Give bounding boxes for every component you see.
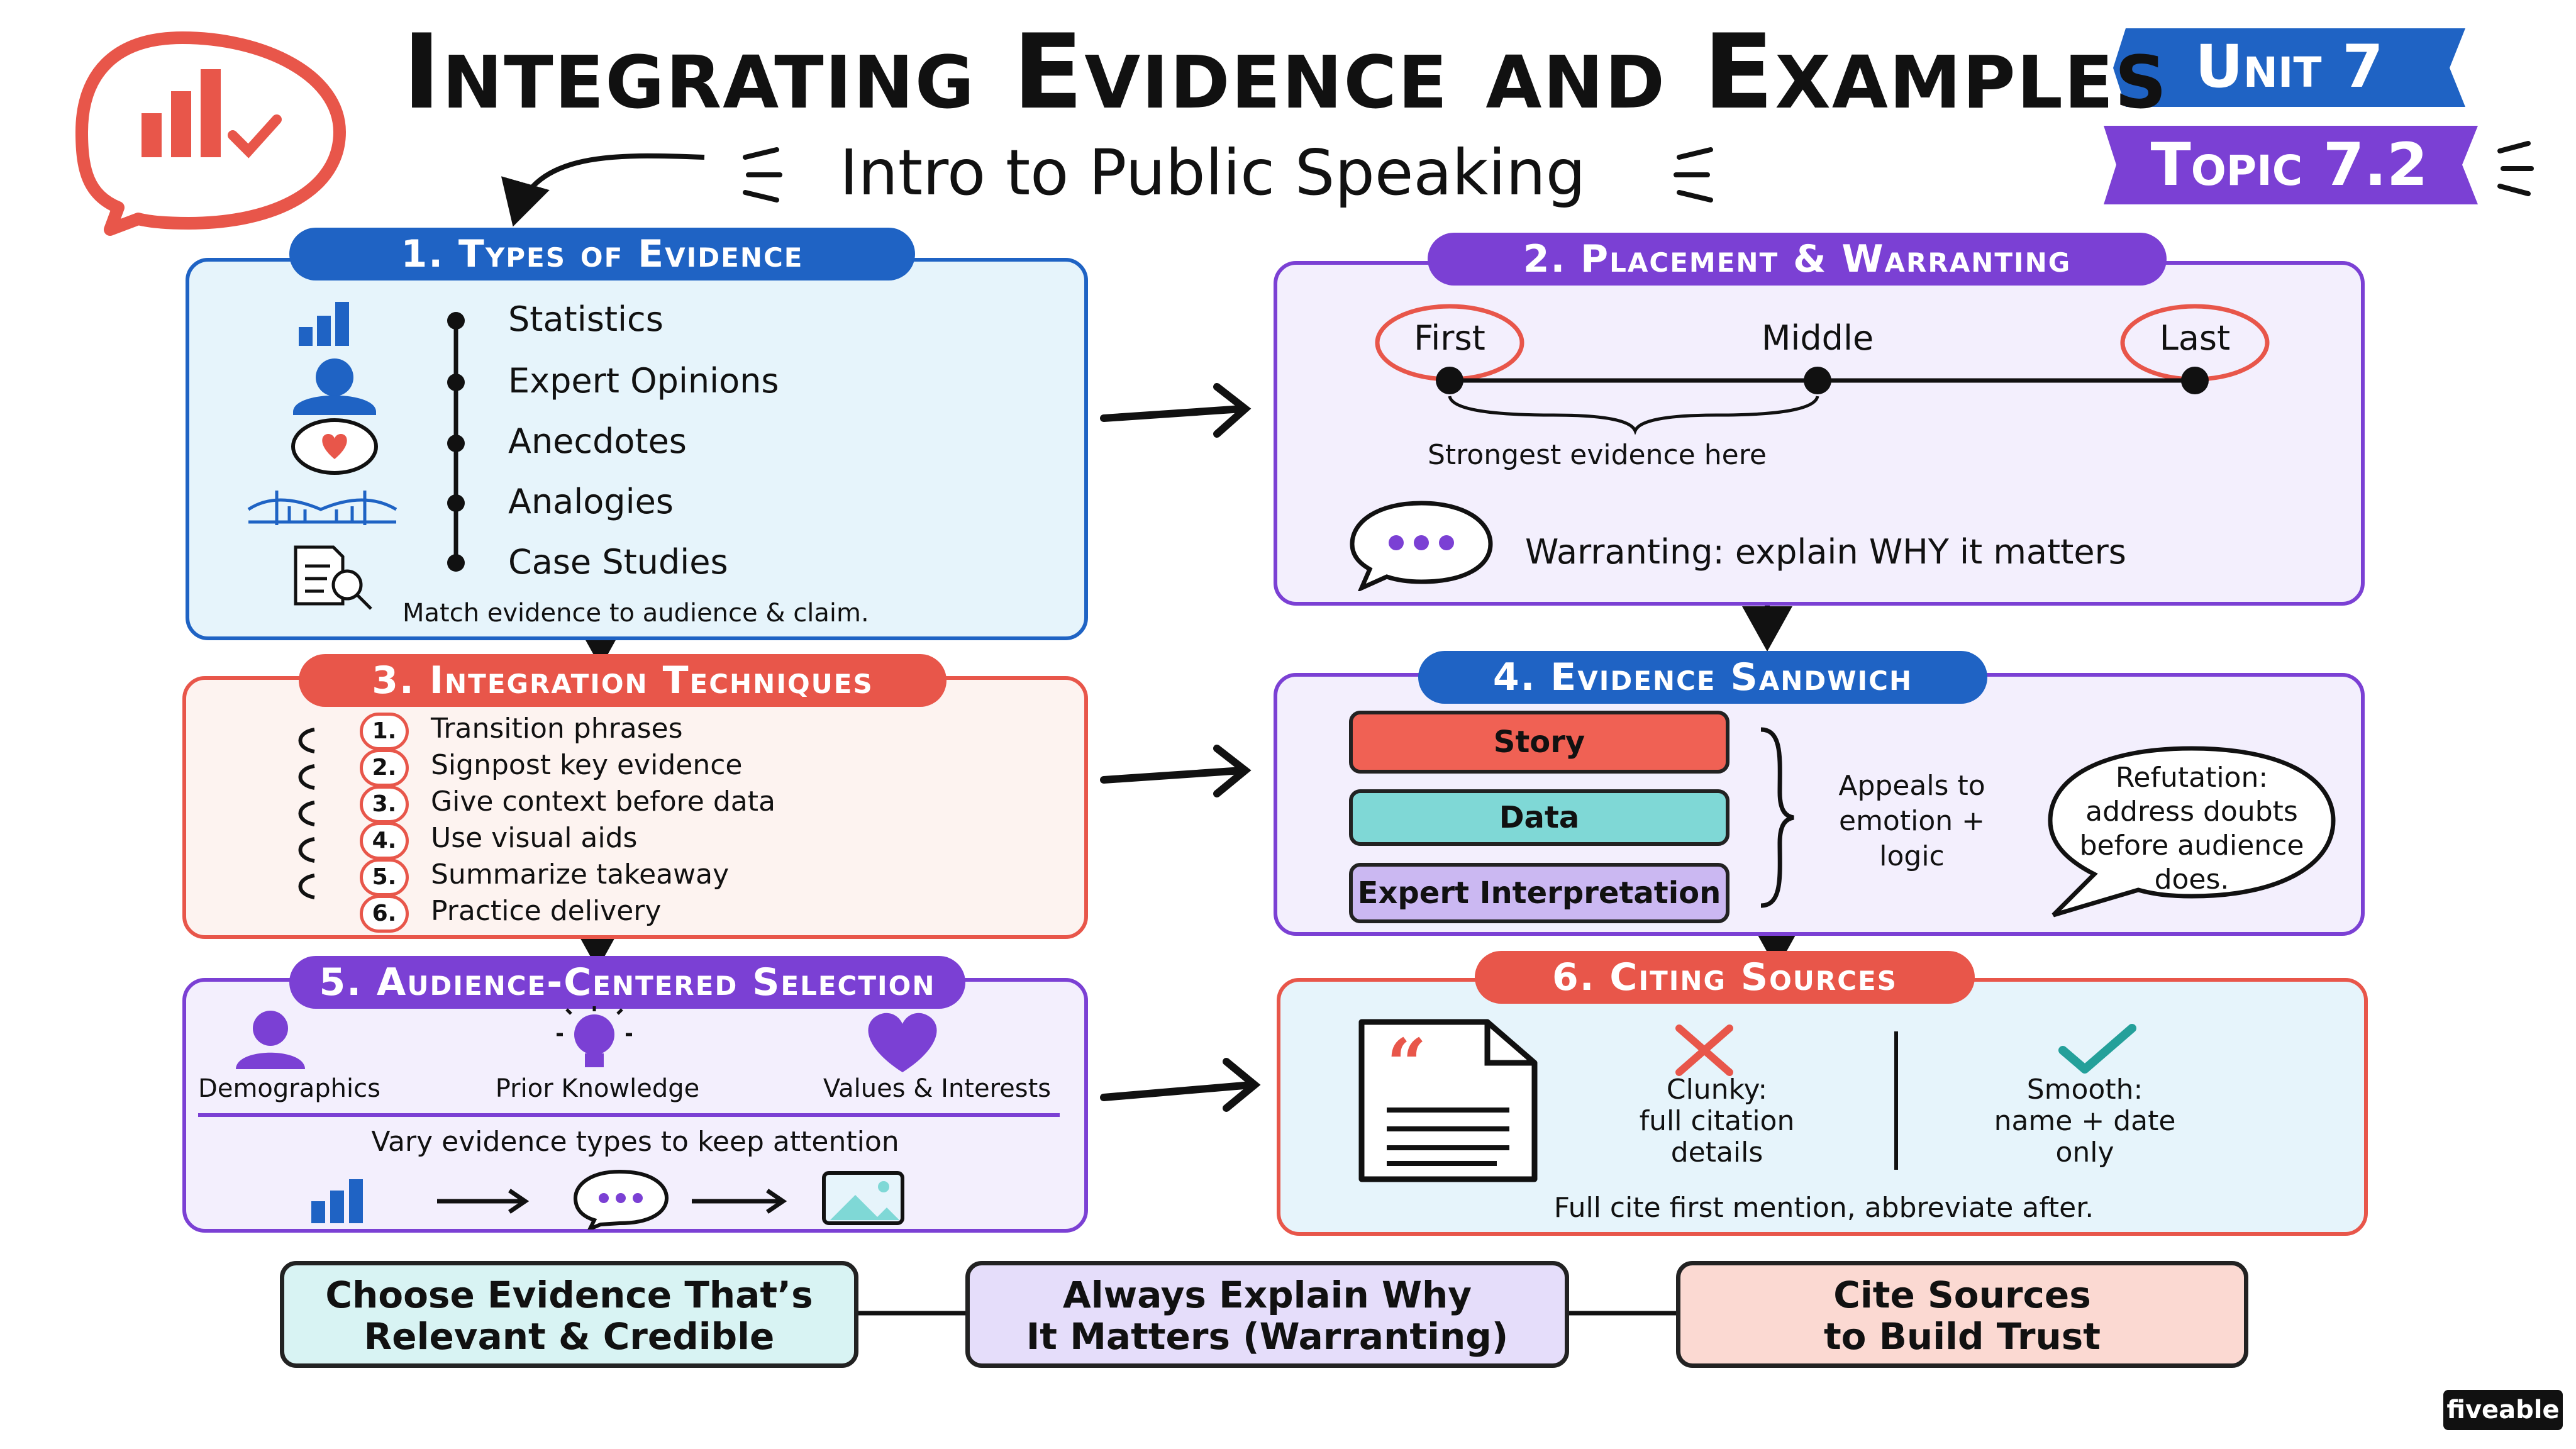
evidence-icons [247, 302, 397, 610]
document-search-icon [294, 545, 372, 610]
audience-icons [236, 1006, 937, 1072]
takeaway-line: Always Explain Why [1062, 1274, 1472, 1316]
technique-number: 3. [360, 786, 409, 823]
smooth-line: only [2055, 1136, 2114, 1169]
evidence-item-statistics: Statistics [508, 299, 663, 339]
citing-title: 6. Citing Sources [1475, 951, 1975, 1004]
position-last: Last [2159, 318, 2231, 358]
vary-icon-row [311, 1169, 904, 1230]
appeals-line: Appeals to [1838, 770, 1985, 802]
topic-badge: Topic 7.2 [2150, 131, 2428, 199]
clunky-text: Clunky: full citation details [1591, 1074, 1843, 1169]
smooth-line: name + date [1994, 1105, 2176, 1137]
evidence-item-case-studies: Case Studies [508, 542, 728, 582]
placement-title: 2. Placement & Warranting [1428, 233, 2167, 286]
timeline-line [447, 312, 465, 572]
curved-arrow [501, 153, 705, 227]
appeals-line: logic [1879, 840, 1945, 872]
integration-title: 3. Integration Techniques [299, 654, 947, 707]
technique-number: 5. [360, 858, 409, 896]
image-icon [822, 1171, 904, 1225]
appeals-line: emotion + [1839, 805, 1985, 837]
refutation-line: before audience [2079, 830, 2304, 862]
sandwich-layer-data: Data [1349, 789, 1729, 846]
lightbulb-icon [557, 1006, 632, 1067]
smooth-text: Smooth: name + date only [1959, 1074, 2211, 1169]
technique-number: 4. [360, 822, 409, 860]
technique-item: Summarize takeaway [431, 858, 730, 891]
takeaway-warranting: Always Explain Why It Matters (Warrantin… [965, 1261, 1569, 1368]
types-of-evidence-title: 1. Types of Evidence [289, 228, 915, 280]
refutation-line: Refutation: [2115, 762, 2268, 794]
technique-item: Signpost key evidence [431, 749, 743, 781]
clunky-line: details [1670, 1136, 1763, 1169]
technique-item: Use visual aids [431, 822, 638, 854]
clunky-line: Clunky: [1666, 1074, 1768, 1106]
audience-title: 5. Audience-Centered Selection [289, 956, 965, 1009]
divider [1894, 1031, 1898, 1170]
position-first: First [1414, 318, 1485, 358]
heart-icon [868, 1013, 937, 1072]
evidence-item-expert-opinions: Expert Opinions [508, 361, 779, 401]
divider [198, 1113, 1060, 1117]
factor-demographics: Demographics [198, 1074, 380, 1103]
appeals-text: Appeals to emotion + logic [1811, 769, 2012, 874]
takeaway-line: It Matters (Warranting) [1026, 1315, 1509, 1358]
bar-chart-icon [299, 302, 349, 346]
placement-timeline [1375, 304, 2270, 435]
brace-icon [1760, 727, 1794, 908]
evidence-item-anecdotes: Anecdotes [508, 421, 687, 461]
evidence-item-analogies: Analogies [508, 482, 674, 521]
warranting-text: Warranting: explain WHY it matters [1525, 532, 2126, 572]
clunky-line: full citation [1639, 1105, 1795, 1137]
takeaway-line: Relevant & Credible [364, 1315, 775, 1358]
technique-number: 1. [360, 713, 409, 750]
technique-item: Give context before data [431, 786, 775, 818]
citing-note: Full cite first mention, abbreviate afte… [1553, 1192, 2094, 1224]
smooth-line: Smooth: [2026, 1074, 2143, 1106]
takeaway-relevant-credible: Choose Evidence That’s Relevant & Credib… [280, 1261, 858, 1368]
quote-document-icon: “ [1358, 1019, 1538, 1182]
chat-bubble-icon [573, 1169, 669, 1230]
factor-values-interests: Values & Interests [823, 1074, 1052, 1103]
sandwich-title: 4. Evidence Sandwich [1418, 651, 1987, 704]
person-icon [236, 1011, 305, 1069]
takeaway-cite-sources: Cite Sources to Build Trust [1676, 1261, 2248, 1368]
technique-item: Transition phrases [431, 713, 683, 745]
takeaway-line: Choose Evidence That’s [325, 1274, 813, 1316]
technique-item: Practice delivery [431, 895, 662, 927]
types-note: Match evidence to audience & claim. [402, 599, 869, 628]
position-middle: Middle [1761, 318, 1874, 358]
bar-chart-icon [311, 1179, 363, 1223]
strongest-evidence-label: Strongest evidence here [1428, 439, 1767, 471]
technique-number: 2. [360, 749, 409, 787]
bridge-icon [247, 491, 397, 525]
svg-text:“: “ [1387, 1023, 1426, 1104]
refutation-line: does. [2154, 863, 2229, 896]
factor-prior-knowledge: Prior Knowledge [495, 1074, 700, 1103]
flow-arrows [1100, 383, 1261, 1112]
curly-arrows [298, 728, 315, 899]
vary-text: Vary evidence types to keep attention [371, 1126, 899, 1158]
refutation-bubble [2048, 746, 2336, 918]
sandwich-layer-expert: Expert Interpretation [1349, 863, 1729, 923]
refutation-line: address doubts [2085, 796, 2298, 828]
takeaway-line: Cite Sources [1833, 1274, 2091, 1316]
unit-badge: Unit 7 [2195, 33, 2384, 101]
checkmark-icon [2058, 1024, 2136, 1074]
sandwich-layer-story: Story [1349, 711, 1729, 774]
refutation-text: Refutation: address doubts before audien… [2047, 761, 2336, 897]
technique-number: 6. [360, 895, 409, 933]
logo-chart-bubble-icon [75, 31, 346, 236]
x-mark-icon [1675, 1024, 1733, 1076]
page-subtitle: Intro to Public Speaking [840, 136, 1586, 209]
chat-bubble-icon [1350, 501, 1493, 591]
heart-bubble-icon [291, 418, 378, 475]
fiveable-logo: fiveable [2443, 1390, 2563, 1430]
person-icon [293, 358, 376, 415]
page-title: Integrating Evidence and Examples [402, 12, 2168, 132]
takeaway-line: to Build Trust [1823, 1315, 2101, 1358]
